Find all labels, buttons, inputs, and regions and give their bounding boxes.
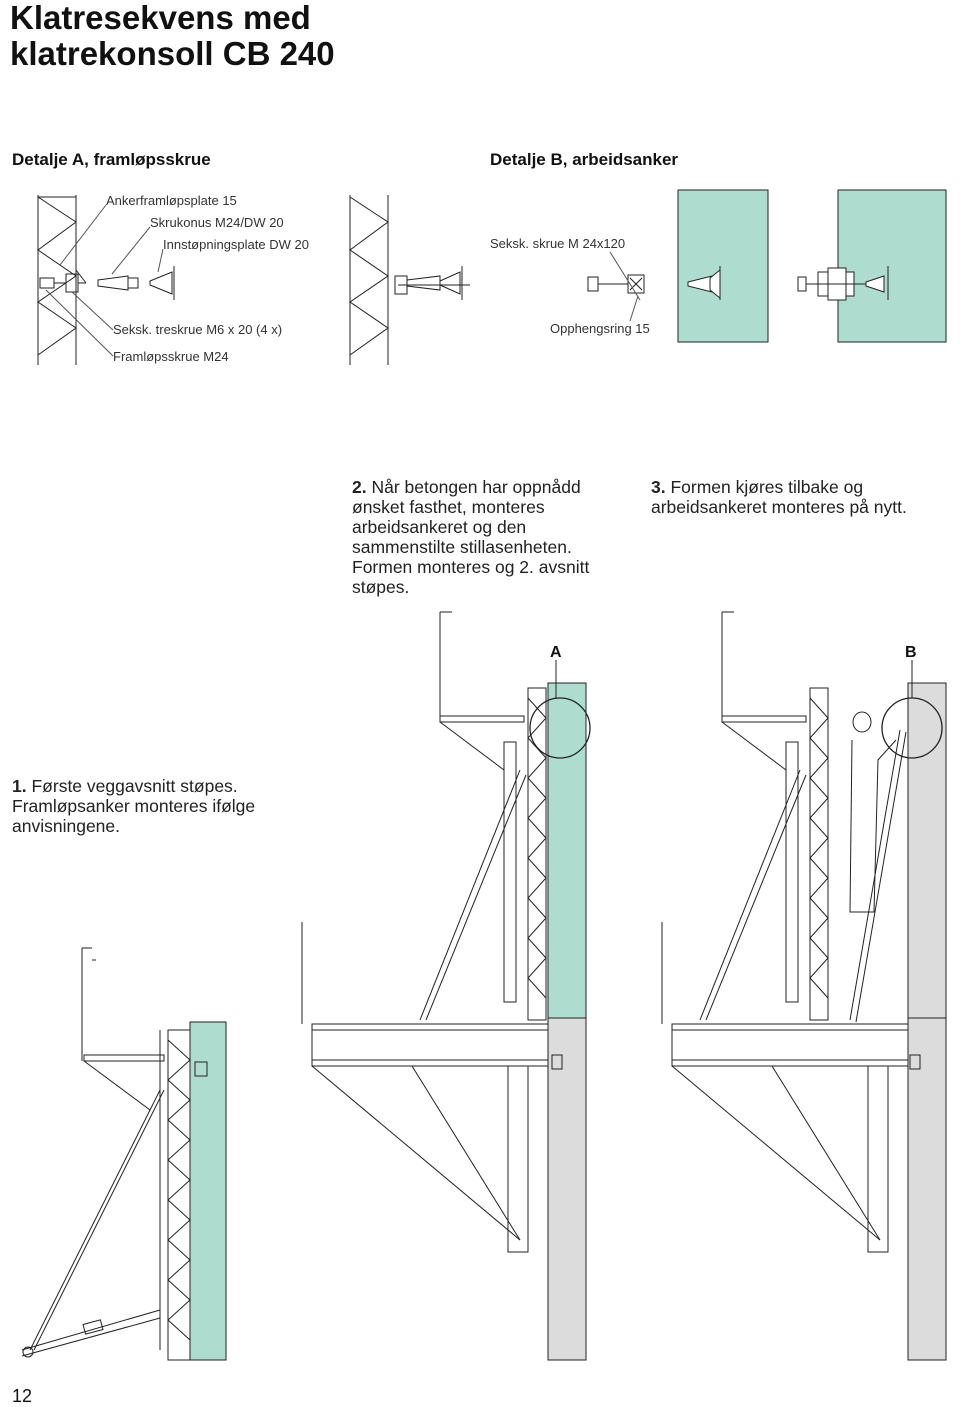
label-anchor-plate: Ankerframløpsplate 15	[106, 193, 237, 208]
detail-b-drawing	[587, 189, 947, 343]
title-line-2: klatrekonsoll CB 240	[10, 35, 335, 72]
step-3-number: 3.	[651, 477, 666, 497]
detail-a-heading: Detalje A, framløpsskrue	[12, 150, 211, 169]
step-1: 1. Første veggavsnitt støpes. Framløpsan…	[12, 776, 312, 836]
step-1-drawing	[21, 947, 227, 1361]
step-2: 2. Når betongen har oppnådd ønsket fasth…	[352, 477, 617, 597]
step-2-drawing	[301, 611, 591, 1361]
page-title: Klatresekvens med klatrekonsoll CB 240	[10, 0, 335, 72]
step-2-text: Når betongen har oppnådd ønsket fasthet,…	[352, 477, 590, 597]
step-3-text: Formen kjøres tilbake og arbeidsankeret …	[651, 477, 907, 517]
label-lead-screw: Framløpsskrue M24	[113, 349, 229, 364]
step-1-text: Første veggavsnitt støpes. Framløpsanker…	[12, 776, 256, 836]
detail-a-drawing	[37, 195, 175, 365]
label-hex-bolt: Seksk. skrue M 24x120	[490, 236, 626, 251]
label-embed-plate: Innstøpningsplate DW 20	[163, 237, 309, 252]
callout-a-label: A	[550, 644, 562, 661]
page-number: 12	[12, 1386, 33, 1406]
label-hex-wood-screw: Seksk. treskrue M6 x 20 (4 x)	[113, 322, 283, 337]
step-3-drawing	[661, 611, 947, 1361]
label-screw-cone: Skrukonus M24/DW 20	[150, 215, 284, 230]
step-1-number: 1.	[12, 776, 27, 796]
detail-a-assembled	[349, 195, 470, 365]
label-suspension-ring: Opphengsring 15	[550, 321, 650, 336]
step-3: 3. Formen kjøres tilbake og arbeidsanker…	[651, 477, 916, 517]
callout-b-label: B	[905, 644, 917, 661]
title-line-1: Klatresekvens med	[10, 0, 311, 36]
detail-b-heading: Detalje B, arbeidsanker	[490, 150, 679, 169]
step-2-number: 2.	[352, 477, 367, 497]
